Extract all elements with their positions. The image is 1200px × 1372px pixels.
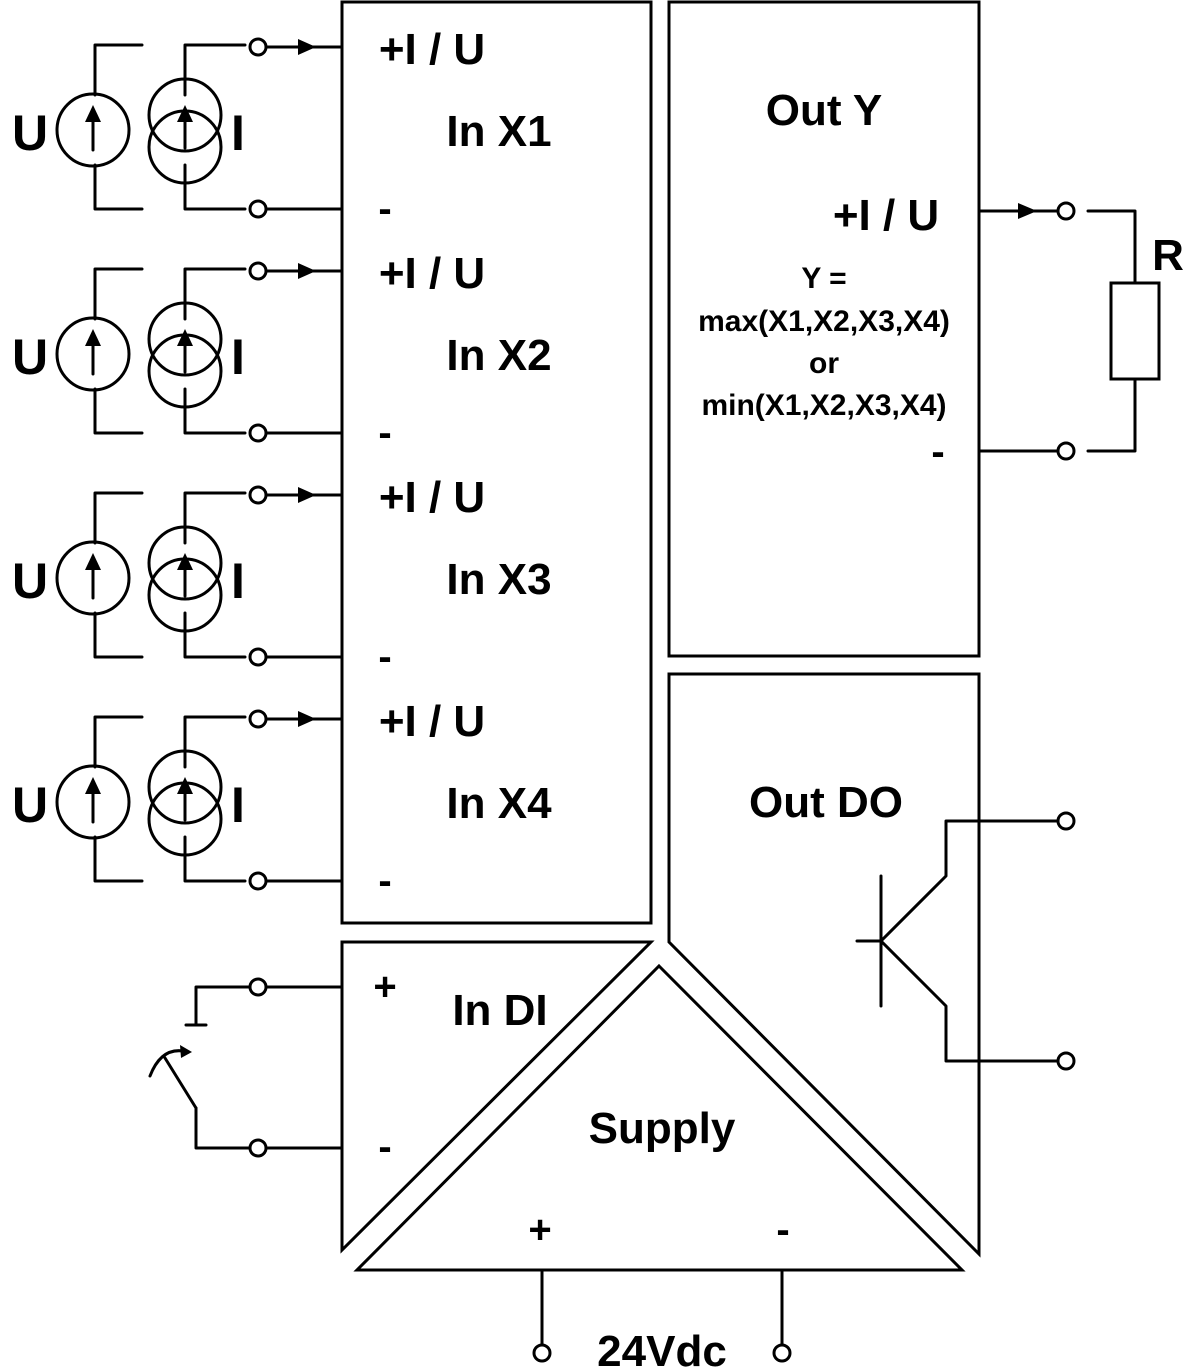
plus-terminal[interactable] [248,709,268,729]
in-di-minus-label: - [378,1125,391,1169]
minus-terminal-label: - [378,635,391,679]
input-name: In X4 [446,779,552,828]
current-source-label: I [231,329,245,385]
current-source-icon [147,491,247,659]
minus-terminal-label: - [378,187,391,231]
minus-terminal[interactable] [248,423,268,443]
voltage-source-icon [55,267,144,435]
out-y-plus-terminal[interactable] [1056,201,1076,221]
voltage-source-label: U [12,553,48,609]
plus-terminal[interactable] [248,37,268,57]
in-di-plus-label: + [373,965,396,1009]
voltage-source-label: U [12,105,48,161]
voltage-source-label: U [12,777,48,833]
current-source-icon [147,43,247,211]
plus-terminal[interactable] [248,485,268,505]
voltage-source-icon [55,43,144,211]
minus-terminal[interactable] [248,871,268,891]
current-source-label: I [231,777,245,833]
out-do-terminal-1[interactable] [1056,811,1076,831]
input-channel-x2: U I +I / U In X2 - [12,249,552,455]
switch-icon [148,985,252,1150]
out-y-plus-label: +I / U [833,191,939,240]
minus-terminal-label: - [378,411,391,455]
transistor-icon [855,819,1060,1063]
in-di-block [340,940,655,1254]
supply-minus-terminal[interactable] [772,1343,792,1363]
current-source-icon [147,267,247,435]
minus-terminal-label: - [378,859,391,903]
plus-terminal-label: +I / U [379,25,485,74]
supply-title: Supply [589,1104,736,1153]
voltage-source-icon [55,491,144,659]
signal-arrow-icon [298,39,316,55]
input-name: In X1 [446,107,551,156]
minus-terminal[interactable] [248,647,268,667]
input-channel-x3: U I +I / U In X3 - [12,473,552,679]
signal-arrow-icon [298,711,316,727]
out-y-title: Out Y [766,86,883,135]
input-channel-x1: U I +I / U In X1 - [12,25,552,231]
plus-terminal-label: +I / U [379,249,485,298]
in-di-minus-terminal[interactable] [248,1138,268,1158]
signal-arrow-icon [298,487,316,503]
out-y-minus-label: - [931,430,944,474]
out-y-block [667,0,981,658]
current-source-label: I [231,553,245,609]
input-name: In X2 [446,331,551,380]
out-y-formula-line-4: min(X1,X2,X3,X4) [701,389,946,422]
voltage-source-icon [55,715,144,883]
input-name: In X3 [446,555,551,604]
plus-terminal-label: +I / U [379,473,485,522]
signal-arrow-icon [298,263,316,279]
input-channel-x4: U I +I / U In X4 - [12,697,552,903]
current-source-label: I [231,105,245,161]
plus-terminal[interactable] [248,261,268,281]
current-source-icon [147,715,247,883]
supply-minus-label: - [776,1208,789,1252]
out-y-minus-terminal[interactable] [1056,441,1076,461]
input-module-block [340,0,653,925]
output-arrow-icon [1018,203,1037,219]
supply-triangle [353,963,966,1272]
voltage-source-label: U [12,329,48,385]
load-resistor-icon [1086,209,1161,453]
out-y-formula-line-1: Y = [801,262,846,295]
out-do-block [667,672,981,1258]
supply-voltage-label: 24Vdc [597,1327,727,1372]
out-y-formula-line-2: max(X1,X2,X3,X4) [698,305,950,338]
out-do-title: Out DO [749,778,903,827]
supply-plus-label: + [528,1208,551,1252]
in-di-title: In DI [452,986,547,1035]
out-y-formula-line-3: or [809,347,839,380]
load-resistor-label: R [1152,231,1184,280]
out-do-terminal-2[interactable] [1056,1051,1076,1071]
in-di-plus-terminal[interactable] [248,977,268,997]
plus-terminal-label: +I / U [379,697,485,746]
supply-plus-terminal[interactable] [532,1343,552,1363]
minus-terminal[interactable] [248,199,268,219]
